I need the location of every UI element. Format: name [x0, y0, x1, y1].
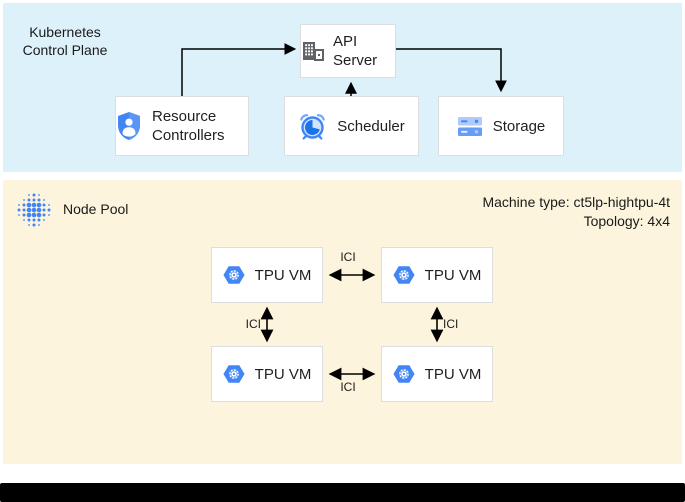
node-pool-title: Node Pool [63, 201, 129, 217]
gke-hexagon-gear-icon [223, 266, 245, 284]
ici-label-top: ICI [340, 250, 356, 264]
ici-label-bottom: ICI [340, 380, 356, 394]
gke-hexagon-gear-icon [393, 365, 415, 383]
arrow-api-server-to-storage [396, 48, 507, 93]
topology-text: Topology: 4x4 [583, 213, 670, 229]
api-server-box: API Server [300, 24, 396, 78]
tpu-vm-box-top-right: TPU VM [381, 247, 493, 303]
tpu-vm-box-bottom-left: TPU VM [211, 346, 323, 402]
control-plane-title: Kubernetes Control Plane [22, 24, 108, 58]
gke-hexagon-gear-icon [393, 266, 415, 284]
scheduler-label: Scheduler [337, 117, 405, 135]
storage-box: Storage [438, 96, 564, 156]
tpu-vm-label: TPU VM [424, 266, 482, 284]
control-plane-section: Kubernetes Control Plane [3, 3, 682, 172]
arrow-resource-controllers-to-api-server [181, 43, 297, 96]
dot-cluster-icon [17, 193, 51, 227]
storage-label: Storage [492, 117, 546, 135]
resource-controllers-box: Resource Controllers [115, 96, 249, 156]
tpu-vm-box-bottom-right: TPU VM [381, 346, 493, 402]
machine-type-text: Machine type: ct5lp-hightpu-4t [482, 194, 670, 210]
bottom-bar [0, 483, 685, 502]
building-icon [303, 42, 324, 61]
resource-controllers-label: Resource Controllers [152, 108, 225, 144]
scheduler-box: Scheduler [284, 96, 419, 156]
node-pool-metadata: Machine type: ct5lp-hightpu-4t Topology:… [482, 193, 670, 231]
server-stack-icon [457, 116, 482, 136]
tpu-vm-label: TPU VM [254, 266, 312, 284]
tpu-vm-box-top-left: TPU VM [211, 247, 323, 303]
alarm-clock-icon [300, 113, 326, 140]
api-server-label: API Server [333, 33, 378, 69]
tpu-vm-label: TPU VM [424, 365, 482, 383]
tpu-vm-label: TPU VM [254, 365, 312, 383]
ici-label-right: ICI [443, 317, 459, 331]
shield-user-icon [118, 112, 140, 140]
node-pool-section: Node Pool Machine type: ct5lp-hightpu-4t… [3, 180, 682, 464]
gke-hexagon-gear-icon [223, 365, 245, 383]
ici-label-left: ICI [245, 317, 261, 331]
